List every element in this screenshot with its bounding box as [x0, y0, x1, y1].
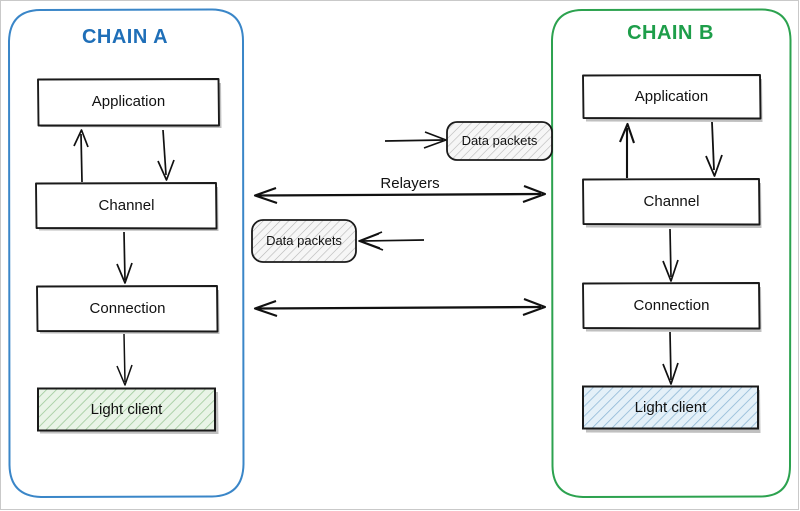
chain-a-channel-box [35, 182, 219, 231]
chain-a-connection-box [36, 285, 220, 334]
chain-b-application-box [582, 74, 763, 122]
chain-b-light-client-label: Light client [634, 399, 707, 416]
chain-b-title: CHAIN B [627, 22, 714, 44]
chain-a-application-label: Application [91, 93, 166, 110]
chain-a-container [8, 8, 245, 498]
packet-bottom-box [251, 219, 357, 263]
chain-a-channel-to-connection-arrow [116, 231, 133, 284]
chain-a-channel-label: Channel [98, 197, 155, 214]
chain-b-light-client-box [582, 385, 761, 433]
chain-b-application-label: Application [634, 88, 709, 105]
packet-bottom-inbound-arrow [358, 231, 425, 251]
chain-b-channel-label: Channel [643, 193, 700, 210]
packet-top-label: Data packets [461, 133, 538, 148]
chain-b-channel-to-application-arrow [619, 122, 635, 178]
packet-top-box [446, 121, 553, 161]
chain-b-channel-to-connection-arrow [662, 228, 679, 282]
chain-a-channel-to-application-arrow [73, 129, 89, 183]
chain-b-connection-to-light-client-arrow [662, 331, 679, 385]
chain-b-channel-box [582, 178, 762, 228]
chain-a-application-to-channel-arrow [157, 129, 175, 181]
chain-b-application-to-channel-arrow [705, 121, 723, 177]
chain-a-light-client-box [37, 387, 219, 434]
chain-b-connection-label: Connection [633, 297, 710, 314]
chain-a-title: CHAIN A [81, 26, 169, 48]
packet-bottom-label: Data packets [266, 233, 342, 248]
relayers-label: Relayers [380, 175, 440, 192]
chain-a-light-client-label: Light client [90, 401, 163, 418]
chain-b-connection-box [582, 282, 762, 332]
chain-b-container [551, 8, 792, 498]
chain-a-connection-label: Connection [89, 300, 166, 317]
connection-relayer-arrow [253, 298, 547, 317]
chain-a-application-box [37, 78, 222, 128]
packet-top-inbound-arrow [384, 131, 447, 149]
channel-relayer-arrow [253, 185, 547, 204]
chain-a-connection-to-light-client-arrow [116, 333, 133, 386]
